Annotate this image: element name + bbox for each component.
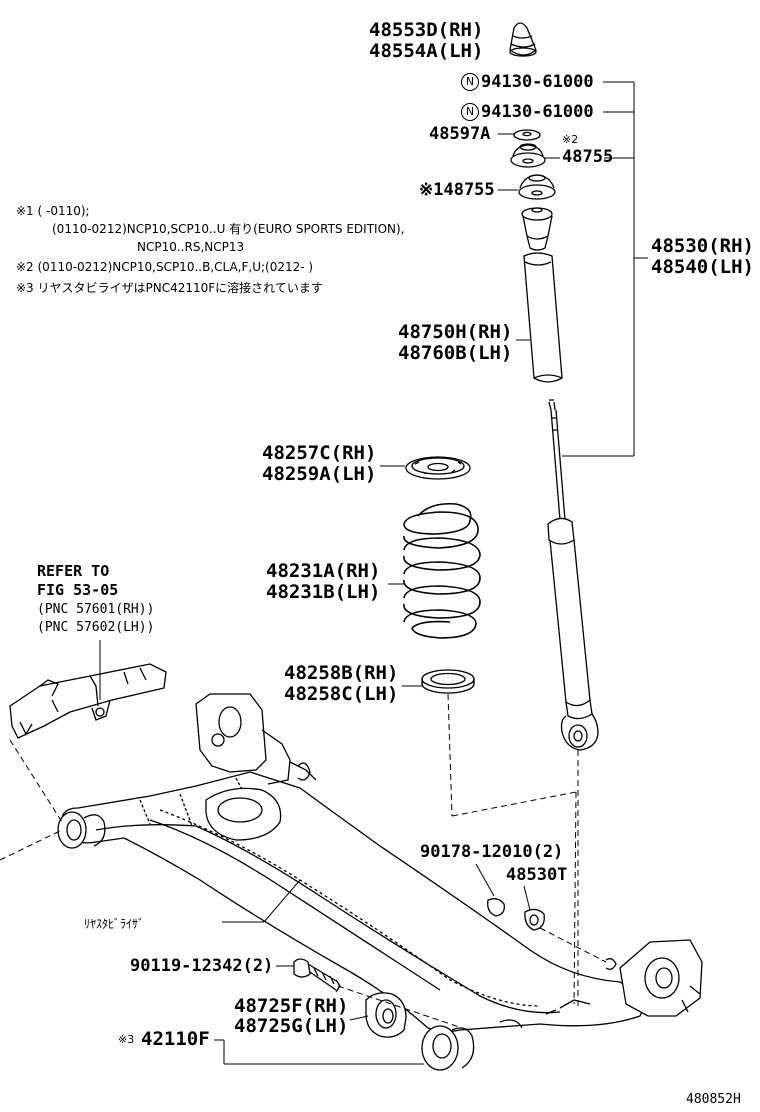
upper-support-icon [510,143,546,168]
part-label-axle: 42110F [141,1028,210,1050]
part-label-spring-rh: 48231A(RH) [266,560,381,582]
reference-bracket-icon [9,663,167,739]
part-label-retainer: 48597A [429,124,491,144]
reference-line-4: (PNC 57602(LH)) [37,620,155,635]
lower-support-icon [518,174,556,200]
reference-line-2: FIG 53-05 [37,581,119,599]
dust-cover-icon [523,252,563,383]
bushing-icon [365,992,407,1038]
part-label-upper-insulator-lh: 48259A(LH) [262,463,377,485]
bolt-long-icon [293,958,341,993]
part-label-support-alt: ※148755 [419,180,495,200]
axle-beam-icon [57,693,703,1071]
part-label-lower-insulator-lh: 48258C(LH) [284,683,399,705]
part-label-spring-lh: 48231B(LH) [266,581,381,603]
part-label-cover-rh: 48750H(RH) [398,321,513,343]
retainer-washer-icon [513,129,541,141]
part-label-absorber-lh: 48540(LH) [651,256,754,278]
shock-absorber-icon [547,399,599,751]
part-number-nut-1: 94130-61000 [481,72,594,92]
reference-line-3: (PNC 57601(RH)) [37,602,155,617]
diagram-id: 480852H [686,1092,741,1107]
note-1-line-3: NCP10..RS,NCP13 [137,240,245,254]
part-label-upper-insulator-rh: 48257C(RH) [262,442,377,464]
part-label-cover-lh: 48760B(LH) [398,342,513,364]
part-label-nut-t: 48530T [506,865,568,885]
coil-spring-icon [403,502,481,639]
part-label-bump-stop-rh: 48553D(RH) [369,19,484,41]
bolt-small-icon [487,898,505,917]
part-label-support: 48755 [562,147,614,167]
part-label-bolt-b: 90119-12342(2) [130,956,274,976]
part-label-bushing-lh: 48725G(LH) [234,1015,349,1037]
part-mark-support: ※2 [562,133,579,146]
part-label-bump-stop-lh: 48554A(LH) [369,40,484,62]
part-label-bolt-a: 90178-12010(2) [420,842,564,862]
part-number-nut-2: 94130-61000 [481,102,594,122]
reference-line-1: REFER TO [37,562,110,580]
nut-symbol-icon: N [461,73,479,91]
bump-stop-icon [509,22,537,57]
nut-symbol-icon: N [461,103,479,121]
part-label-lower-insulator-rh: 48258B(RH) [284,662,399,684]
lower-insulator-icon [421,669,475,694]
dashed-guides [0,693,607,1031]
stabilizer-label: ﾘﾔｽﾀﾋﾞﾗｲｻﾞ [84,917,145,931]
upper-insulator-icon [405,456,471,480]
note-1-line-2: (0110-0212)NCP10,SCP10..U 有り(EURO SPORTS… [52,222,405,236]
note-1-line-1: ※1 ( -0110); [16,204,90,218]
cover-cap-icon [521,207,553,251]
nut-icon [524,908,545,931]
part-mark-axle: ※3 [118,1033,135,1046]
note-3: ※3 リヤスタビライザはPNC42110Fに溶接されています [16,281,323,295]
leader-lines [99,81,648,1065]
part-label-bushing-rh: 48725F(RH) [234,995,349,1017]
part-label-absorber-rh: 48530(RH) [651,235,754,257]
note-2: ※2 (0110-0212)NCP10,SCP10..B,CLA,F,U;(02… [16,260,314,274]
